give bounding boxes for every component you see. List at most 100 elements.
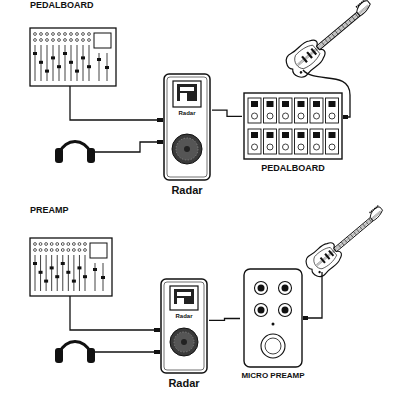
- mixer-drawing: [84, 249, 87, 252]
- mixer-drawing: [56, 249, 59, 252]
- mixer-drawing: [85, 255, 86, 291]
- mini-pedal: [252, 113, 258, 119]
- mixer-drawing: [70, 39, 73, 42]
- mini-pedal: [329, 101, 336, 107]
- guitar-drawing: [360, 1, 362, 3]
- pedal-screen: [177, 298, 184, 306]
- guitar-drawing: [362, 0, 364, 2]
- pedal-brand: Radar: [178, 110, 195, 117]
- mixer-drawing: [84, 243, 87, 246]
- guitar-drawing: [355, 5, 357, 7]
- mixer-drawing: [70, 33, 73, 36]
- pedal-housing: [164, 74, 210, 180]
- board-outline: [243, 92, 343, 160]
- mini-pedal: [279, 129, 292, 154]
- unit-label: PEDALBOARD: [242, 163, 344, 173]
- mini-pedal: [248, 129, 261, 154]
- mini-pedal: [267, 132, 274, 138]
- footswitch: [265, 338, 281, 354]
- mini-pedal: [298, 132, 305, 138]
- mixer-drawing: [101, 276, 105, 279]
- mixer-drawing: [35, 45, 36, 81]
- mixer-drawing: [90, 243, 107, 258]
- mixer-drawing: [30, 238, 112, 296]
- pedal-knob: [176, 138, 198, 160]
- cable-plug: [343, 115, 348, 119]
- guitar-drawing: [359, 3, 361, 5]
- mixer-drawing: [64, 33, 67, 36]
- headphones-drawing: [87, 348, 95, 363]
- mixer-drawing: [76, 33, 79, 36]
- mixer-drawing: [105, 66, 109, 69]
- pedal-screen: [173, 81, 201, 107]
- mixer-drawing: [77, 45, 78, 81]
- guitar-drawing: [299, 70, 303, 74]
- mini-pedal: [326, 98, 339, 123]
- mixer-drawing: [45, 70, 49, 73]
- mixer-drawing: [34, 39, 37, 42]
- guitar-drawing: [318, 270, 321, 273]
- headphones-drawing: [60, 342, 90, 352]
- pedal-knob: [184, 146, 190, 152]
- mini-pedal: [329, 113, 335, 119]
- mixer-drawing: [44, 280, 48, 283]
- cable-plug: [154, 328, 160, 332]
- mixer-drawing: [88, 33, 91, 36]
- guitar-drawing: [374, 207, 376, 209]
- guitar-drawing: [298, 6, 369, 65]
- mixer-drawing: [83, 275, 87, 278]
- mixer-drawing: [58, 39, 61, 42]
- mixer-drawing: [45, 243, 48, 246]
- mini-pedal: [326, 129, 339, 154]
- mixer-drawing: [34, 249, 37, 252]
- mixer-drawing: [57, 255, 58, 291]
- mixer-drawing: [47, 45, 48, 81]
- mixer-drawing: [72, 280, 76, 283]
- headphones-drawing: [60, 142, 90, 152]
- mini-pedal: [279, 98, 292, 123]
- mixer-drawing: [30, 28, 116, 86]
- cable-plug: [303, 316, 308, 320]
- headphones-drawing: [87, 148, 95, 163]
- preamp-knob: [282, 285, 289, 292]
- mini-pedal: [314, 113, 320, 119]
- preamp-knob: [258, 307, 265, 314]
- unit-label: Radar: [159, 377, 209, 390]
- mixer-drawing: [94, 33, 111, 48]
- mixer-drawing: [66, 271, 70, 274]
- audio-cable: [306, 272, 322, 318]
- mixer-drawing: [67, 249, 70, 252]
- headphones-drawing: [55, 342, 95, 363]
- mixer-drawing: [39, 243, 42, 246]
- mini-pedal: [310, 98, 323, 123]
- guitar-drawing: [316, 211, 380, 265]
- mixer-drawing: [61, 249, 64, 252]
- mini-pedal: [298, 144, 304, 150]
- guitar-drawing: [364, 0, 366, 1]
- mixer-drawing: [82, 39, 85, 42]
- pedal-brand: Radar: [175, 313, 192, 320]
- cable-plug: [154, 350, 160, 354]
- guitar-drawing: [298, 6, 369, 65]
- pedal-screen: [170, 286, 198, 310]
- tuner-pedal: Radar: [162, 73, 212, 197]
- cable-plug: [157, 140, 163, 144]
- pedal-knob: [174, 332, 194, 352]
- mini-pedal: [310, 129, 323, 154]
- cable-plug: [157, 118, 163, 122]
- mixer-drawing: [83, 45, 84, 81]
- mini-pedal: [283, 113, 289, 119]
- guitar-drawing: [370, 210, 372, 212]
- guitar-drawing: [291, 42, 321, 71]
- audio-cable: [92, 351, 157, 352]
- mixer-drawing: [52, 39, 55, 42]
- mixer-drawing: [46, 33, 49, 36]
- mixer-drawing: [67, 243, 70, 246]
- mixer-drawing: [51, 56, 55, 59]
- preamp-knob: [279, 282, 292, 295]
- mini-pedal: [295, 129, 308, 154]
- mini-pedal: [313, 101, 320, 107]
- mixer-drawing: [40, 39, 43, 42]
- mini-pedal: [282, 132, 289, 138]
- mini-pedal: [283, 144, 289, 150]
